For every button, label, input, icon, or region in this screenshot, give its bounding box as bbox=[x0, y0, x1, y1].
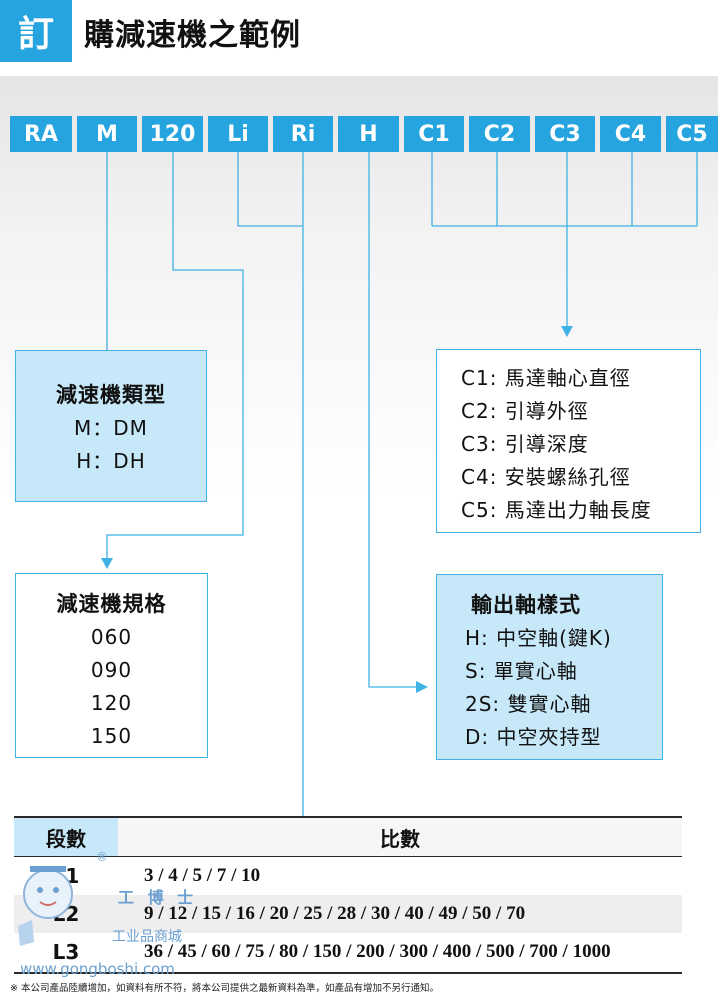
mascot-icon bbox=[18, 866, 73, 946]
code-box-ra: RA bbox=[10, 116, 72, 152]
page-title: 購減速機之範例 bbox=[84, 18, 301, 53]
reducer-spec-item: 090 bbox=[90, 658, 133, 682]
code-box-c5: C5 bbox=[666, 116, 718, 152]
dimension-item: C5: 馬達出力軸長度 bbox=[461, 498, 652, 522]
watermark-url: www.gongboshi.com bbox=[20, 960, 175, 978]
table-bottom-rule bbox=[14, 972, 682, 974]
code-box-ri: Ri bbox=[273, 116, 333, 152]
reducer-type-item: H：DH bbox=[76, 449, 146, 473]
table-header-rule bbox=[14, 856, 682, 857]
code-box-c2: C2 bbox=[469, 116, 530, 152]
code-box-c4: C4 bbox=[600, 116, 661, 152]
dimension-item: C2: 引導外徑 bbox=[461, 399, 589, 423]
ratio-cell: 9 / 12 / 15 / 16 / 20 / 25 / 28 / 30 / 4… bbox=[144, 903, 526, 924]
stage-cell: L3 bbox=[52, 940, 80, 964]
watermark-brand: 工 博 士 bbox=[118, 888, 198, 907]
shaft-style-item: H: 中空軸(鍵K) bbox=[465, 626, 612, 650]
registered-mark: ® bbox=[96, 850, 108, 864]
reducer-spec-item: 120 bbox=[90, 691, 133, 715]
ratio-cell: 36 / 45 / 60 / 75 / 80 / 150 / 200 / 300… bbox=[144, 941, 611, 962]
reducer-type-item: M：DM bbox=[74, 416, 148, 440]
table-top-rule bbox=[14, 816, 682, 818]
reducer-type-title: 減速機類型 bbox=[56, 383, 166, 407]
code-box-size: 120 bbox=[142, 116, 203, 152]
code-box-c1: C1 bbox=[404, 116, 464, 152]
dimension-item: C1: 馬達軸心直徑 bbox=[461, 366, 631, 390]
watermark-subtitle: 工业品商城 bbox=[112, 929, 182, 945]
reducer-spec-item: 060 bbox=[90, 625, 133, 649]
arrow-right-icon bbox=[416, 681, 428, 693]
shaft-style-title: 輸出軸樣式 bbox=[471, 593, 581, 617]
dimension-item: C3: 引導深度 bbox=[461, 432, 589, 456]
code-box-m: M bbox=[77, 116, 137, 152]
shaft-style-item: D: 中空夾持型 bbox=[465, 725, 602, 749]
arrow-down-icon bbox=[561, 326, 573, 337]
title-badge: 訂 bbox=[0, 0, 72, 62]
shaft-style-item: 2S: 雙實心軸 bbox=[465, 692, 592, 716]
arrow-down-icon bbox=[101, 558, 113, 569]
footnote: ※ 本公司產品陸續增加，如資料有所不符，將本公司提供之最新資料為準，如產品有增加… bbox=[10, 983, 439, 994]
table-header-stage: 段數 bbox=[14, 818, 118, 856]
table-row: L3 36 / 45 / 60 / 75 / 80 / 150 / 200 / … bbox=[14, 933, 682, 971]
reducer-spec-item: 150 bbox=[90, 724, 133, 748]
code-box-c3: C3 bbox=[535, 116, 595, 152]
table-row: L2 9 / 12 / 15 / 16 / 20 / 25 / 28 / 30 … bbox=[14, 895, 682, 933]
shaft-style-box: 輸出軸樣式 H: 中空軸(鍵K) S: 單實心軸 2S: 雙實心軸 D: 中空夾… bbox=[436, 574, 663, 760]
reducer-spec-title: 減速機規格 bbox=[56, 592, 167, 616]
reducer-type-box: 減速機類型 M：DM H：DH bbox=[15, 350, 207, 502]
reducer-spec-box: 減速機規格 060 090 120 150 bbox=[15, 573, 208, 758]
dimensions-box: C1: 馬達軸心直徑 C2: 引導外徑 C3: 引導深度 C4: 安裝螺絲孔徑 … bbox=[436, 349, 701, 533]
ratio-cell: 3 / 4 / 5 / 7 / 10 bbox=[144, 865, 261, 886]
code-box-h: H bbox=[338, 116, 399, 152]
shaft-style-item: S: 單實心軸 bbox=[465, 659, 578, 683]
table-row: L1 3 / 4 / 5 / 7 / 10 bbox=[14, 857, 682, 895]
code-box-li: Li bbox=[208, 116, 268, 152]
table-header-ratio: 比數 bbox=[118, 818, 682, 856]
dimension-item: C4: 安裝螺絲孔徑 bbox=[461, 465, 631, 489]
